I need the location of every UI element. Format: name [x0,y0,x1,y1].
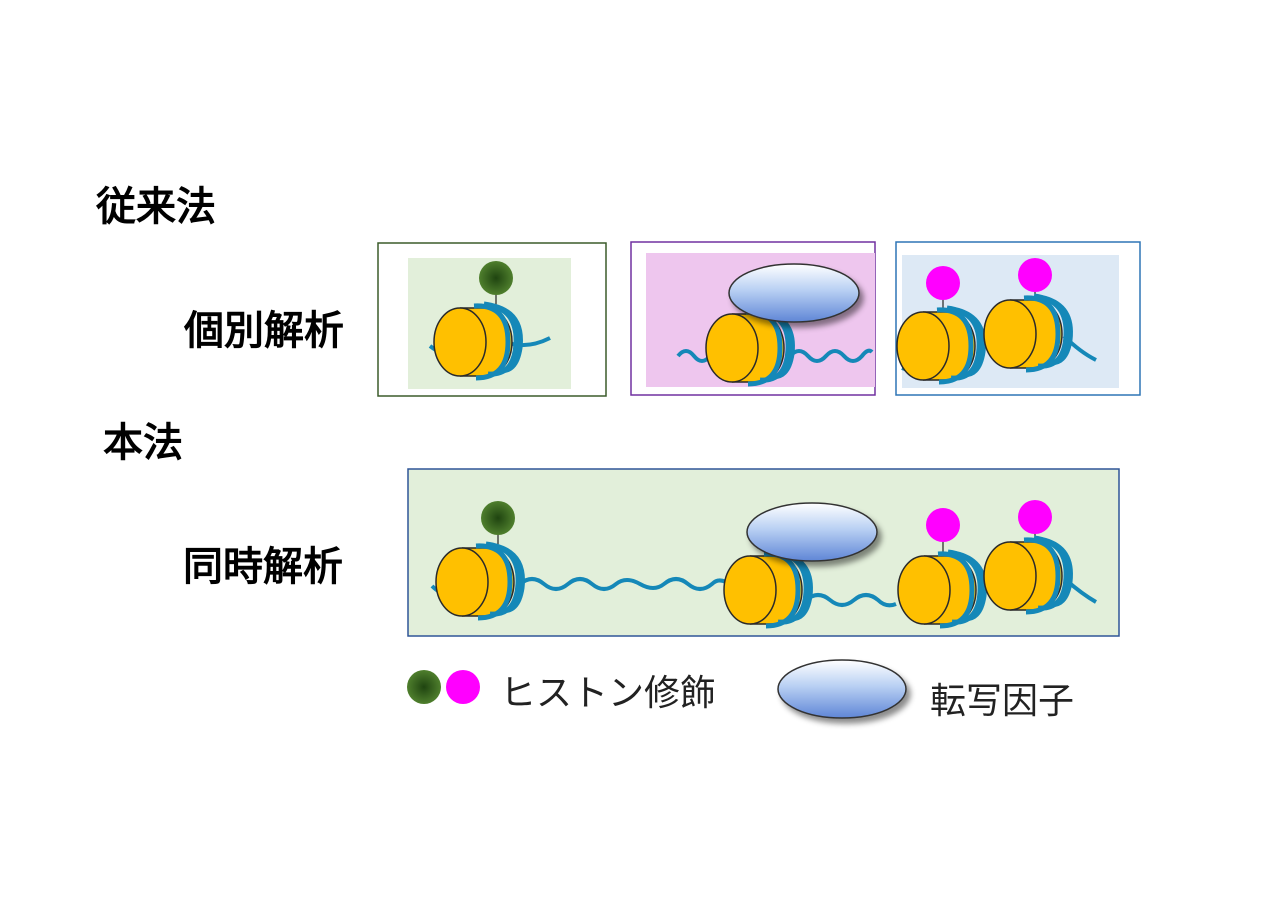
histone-mark-magenta [926,266,960,300]
nucleosome [724,552,810,626]
individual-analysis-label: 個別解析 [184,308,344,354]
histone-mark-magenta [1018,500,1052,534]
legend [407,659,907,719]
nucleosome [436,544,522,618]
dna-strand [804,593,897,608]
legend-magenta-dot [446,670,480,704]
legend-tf-symbol [777,659,907,719]
nucleosome [897,308,983,382]
histone-mark-green [481,501,515,535]
panel-green-histone [377,242,607,397]
histone-mark-magenta [1018,258,1052,292]
dna-strand [788,348,874,363]
transcription-factor [746,502,878,562]
panel-magenta-histone [896,241,1141,396]
panel-simultaneous [407,468,1120,637]
simultaneous-analysis-label: 同時解析 [183,544,343,590]
histone-mark-magenta [926,508,960,542]
nucleosome [898,552,984,626]
transcription-factor [728,263,860,323]
conventional-method-label: 従来法 [96,184,216,230]
histone-mark-green [479,261,513,295]
dna-strand [518,577,734,591]
this-method-label: 本法 [103,420,183,466]
legend-histone-label: ヒストン修飾 [500,673,717,714]
legend-green-dot [407,670,441,704]
legend-tf-label: 転写因子 [930,681,1075,722]
panel-transcription-factor [630,241,876,396]
nucleosome [984,296,1070,370]
nucleosome [984,538,1070,612]
nucleosome [434,304,520,378]
